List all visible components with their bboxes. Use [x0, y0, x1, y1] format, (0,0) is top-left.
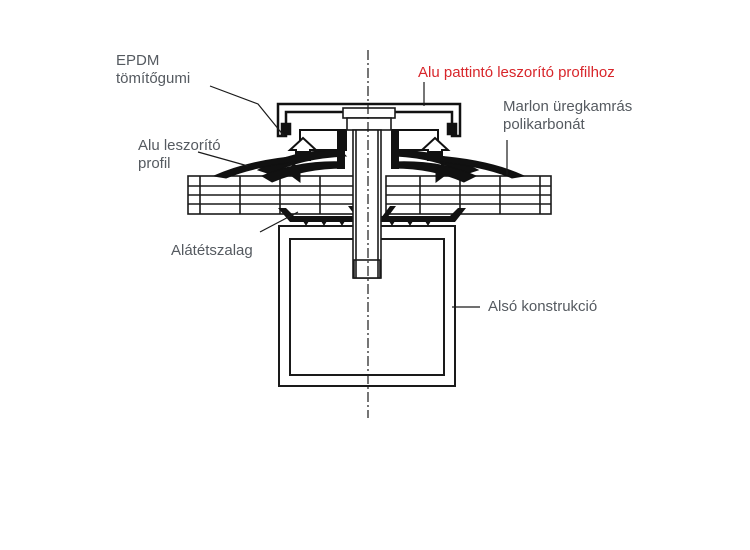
snap-head-right	[419, 136, 451, 161]
snap-head-left	[287, 136, 319, 161]
bolt	[342, 107, 396, 279]
alu-leszorito-profil-right	[391, 149, 526, 183]
label-epdm-line1: EPDM	[116, 52, 160, 69]
label-marlon: Marlon üregkamrás polikarbonát	[503, 98, 632, 134]
polycarbonate-right	[385, 175, 552, 215]
alu-pattinto-cover	[276, 102, 462, 138]
leader-lines	[197, 82, 508, 308]
leader-epdm	[209, 85, 285, 137]
label-alatetszalag: Alátétszalag	[171, 242, 253, 259]
leader-alu-leszorito	[197, 151, 249, 167]
label-marlon-line1: Marlon üregkamrás	[503, 98, 633, 115]
label-epdm-line2: tömítőgumi	[116, 70, 191, 87]
alu-leszorito-profil-left	[212, 149, 348, 183]
label-epdm: EPDM tömítőgumi	[116, 52, 190, 88]
label-alu-pattinto: Alu pattintó leszorító profilhoz	[418, 64, 615, 81]
leader-alatetszalag	[259, 211, 299, 233]
label-alu-leszorito: Alu leszorító profil	[138, 137, 221, 173]
label-marlon-line2: polikarbonát	[503, 116, 585, 133]
label-also-konstrukcio: Alsó konstrukció	[488, 298, 598, 315]
label-alu-leszorito-line2: profil	[138, 155, 171, 172]
label-alu-leszorito-line1: Alu leszorító	[138, 137, 221, 154]
